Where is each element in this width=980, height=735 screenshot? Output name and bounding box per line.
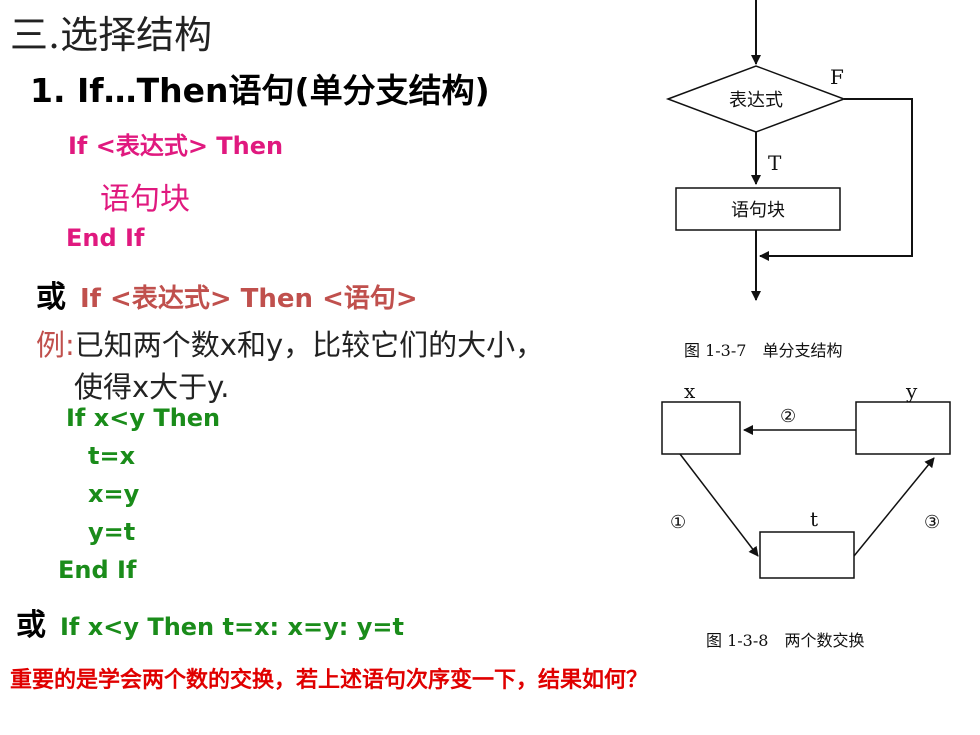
x-label: x	[684, 379, 696, 403]
figure2-caption: 图 1-3-8 两个数交换	[706, 631, 864, 650]
syntax-line-block: 语句块	[100, 182, 190, 217]
t-box	[759, 531, 855, 579]
alt-syntax-code: If <表达式> Then <语句>	[80, 284, 418, 314]
t-to-y-arrow	[853, 457, 935, 557]
false-path	[759, 98, 913, 261]
x-box	[661, 401, 741, 455]
alt-syntax-line: 或 If <表达式> Then <语句>	[36, 272, 418, 316]
or-word: 或	[16, 608, 46, 643]
block-label: 语句块	[731, 200, 785, 221]
alt-code-line: 或 If x<y Then t=x: x=y: y=t	[16, 600, 404, 644]
flowchart-single-branch: 表达式 F T 语句块 图 1-3-7 单分支结构	[665, 0, 913, 360]
y-label: y	[905, 379, 918, 403]
step3-label: ③	[924, 512, 940, 533]
swap-diagram: x y ② t ① ③ 图 1-3-8 两个数交换	[661, 379, 951, 650]
code-line: x=y	[88, 480, 140, 508]
false-label: F	[830, 65, 844, 89]
example-text-1: 已知两个数x和y，比较它们的大小，	[74, 328, 545, 362]
decision-label: 表达式	[729, 90, 783, 111]
code-line: y=t	[88, 518, 136, 546]
code-line: End If	[58, 556, 137, 584]
figure1-caption: 图 1-3-7 单分支结构	[684, 341, 842, 360]
statement-block	[675, 187, 841, 231]
note-text: 重要的是学会两个数的交换，若上述语句次序变一下，结果如何？	[10, 668, 649, 693]
syntax-line-endif: End If	[66, 224, 145, 252]
example-line-1: 例:已知两个数x和y，比较它们的大小，	[36, 322, 544, 364]
code-line: If x<y Then	[66, 404, 221, 432]
slide-title: 三.选择结构	[10, 13, 213, 57]
t-label: t	[810, 507, 818, 531]
or-word: 或	[36, 280, 66, 315]
alt-code: If x<y Then t=x: x=y: y=t	[60, 613, 404, 641]
step1-label: ①	[670, 512, 686, 533]
syntax-line-if: If <表达式> Then	[68, 132, 284, 160]
x-to-t-arrow	[679, 453, 759, 557]
true-label: T	[768, 151, 782, 175]
section-heading: 1. If…Then语句(单分支结构)	[30, 71, 490, 110]
example-label: 例:	[36, 328, 75, 362]
step2-label: ②	[780, 406, 796, 427]
example-text-2: 使得x大于y.	[74, 370, 230, 404]
y-box	[855, 401, 951, 455]
code-line: t=x	[88, 442, 136, 470]
